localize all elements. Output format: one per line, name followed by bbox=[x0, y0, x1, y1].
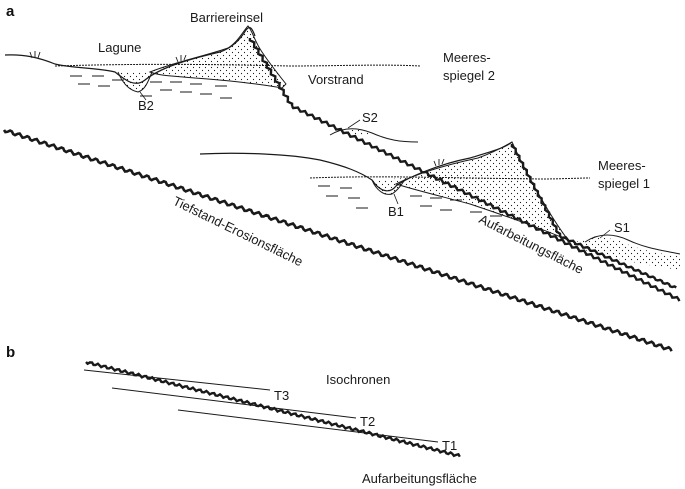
panel-b-label: b bbox=[6, 344, 15, 361]
label-isochrones: Isochronen bbox=[326, 372, 390, 387]
label-b1: B1 bbox=[388, 204, 404, 219]
panel-a-label: a bbox=[6, 3, 15, 20]
s1-sand-lens bbox=[584, 234, 681, 255]
s1-fill bbox=[570, 237, 680, 270]
isochrone-t2 bbox=[111, 387, 357, 419]
label-sea-level-1-a: Meeres- bbox=[598, 158, 646, 173]
ravinement-surface-1 bbox=[510, 143, 677, 289]
barrier-island-2 bbox=[148, 25, 287, 89]
label-t3: T3 bbox=[274, 388, 289, 403]
isochrone-t3 bbox=[83, 369, 271, 391]
vegetation-1 bbox=[433, 158, 445, 167]
b2-leader bbox=[139, 91, 147, 101]
lagoon-mud-2 bbox=[70, 75, 232, 99]
b2-channel-fill bbox=[117, 71, 153, 93]
label-s2: S2 bbox=[362, 110, 378, 125]
lagoon-mud-1 bbox=[318, 185, 502, 217]
label-b2: B2 bbox=[138, 98, 154, 113]
isochrone-t1 bbox=[177, 409, 439, 443]
b1-leader bbox=[393, 193, 399, 205]
label-foreshore: Vorstrand bbox=[308, 72, 364, 87]
label-ravinement-surface-b: Aufarbeitungsfläche bbox=[362, 471, 477, 486]
label-sea-level-1-b: spiegel 1 bbox=[598, 176, 650, 191]
label-barrier-island: Barriereinsel bbox=[190, 10, 263, 25]
label-s1: S1 bbox=[614, 220, 630, 235]
label-lowstand-erosion-surface: Tiefstand-Erosionsfläche bbox=[171, 193, 306, 269]
s2-leader bbox=[347, 119, 361, 129]
lowstand-erosion-surface-line bbox=[2, 129, 673, 352]
ravinement-surface-b bbox=[85, 361, 461, 458]
s1-leader bbox=[599, 229, 611, 239]
label-lagoon: Lagune bbox=[98, 40, 141, 55]
label-t1: T1 bbox=[442, 438, 457, 453]
b1-channel-fill bbox=[371, 177, 407, 195]
label-sea-level-2-a: Meeres- bbox=[443, 50, 491, 65]
label-sea-level-2-b: spiegel 2 bbox=[443, 68, 495, 83]
label-t2: T2 bbox=[360, 414, 375, 429]
s2-fill bbox=[338, 129, 372, 136]
vegetation-2 bbox=[29, 51, 187, 63]
